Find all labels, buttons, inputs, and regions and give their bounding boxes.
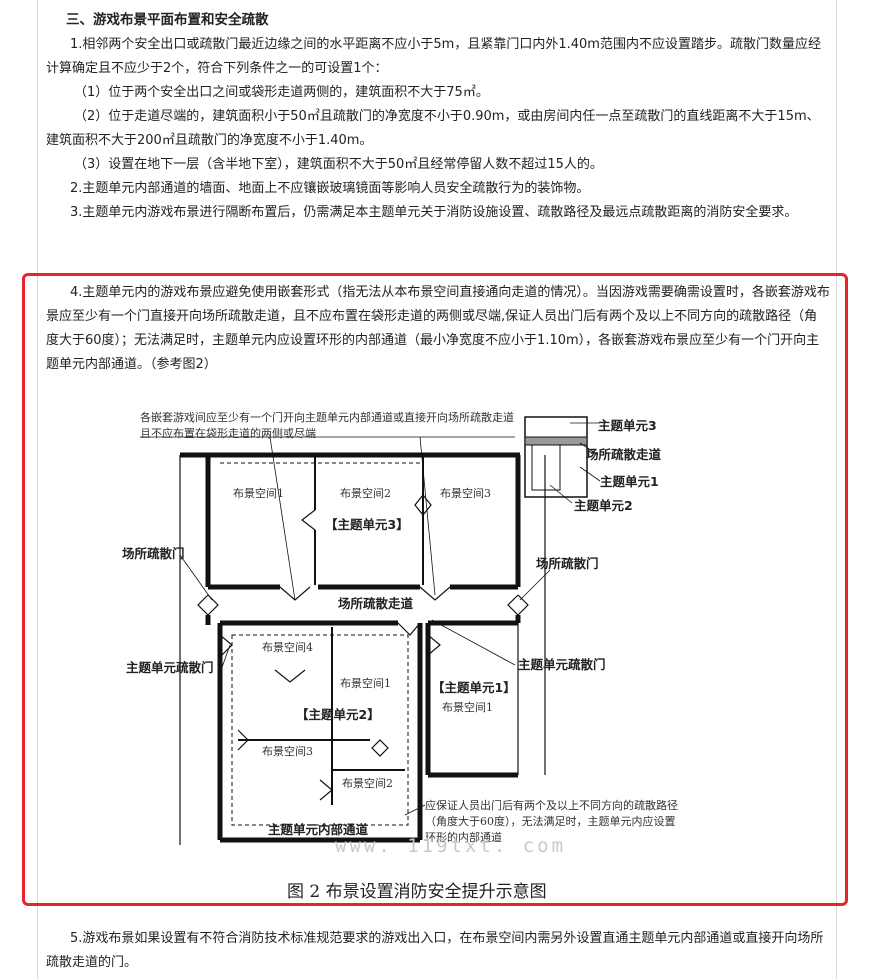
unit2-inner-door [371, 739, 389, 757]
legend-leader-unit1 [579, 466, 601, 482]
u1-space1-label: 布景空间1 [442, 701, 493, 714]
venue-door-right-b [507, 594, 519, 616]
inner-corridor-label: 主题单元内部通道 [268, 822, 369, 837]
u2-space2-label: 布景空间2 [342, 777, 393, 790]
walls [179, 452, 546, 845]
paragraphs-1-3: 1.相邻两个安全出口或疏散门最近边缘之间的水平距离不应小于5m，且紧靠门口内外1… [46, 33, 828, 225]
unit3-label: 【主题单元3】 [325, 517, 409, 532]
floor-plan-drawing [140, 416, 601, 845]
legend-unit3-label: 主题单元3 [598, 418, 657, 433]
doors [197, 494, 529, 801]
inner-corridor-ring [231, 634, 409, 826]
note-top-line-1: 各嵌套游戏间应至少有一个门开向主题单元内部通道或直接开向场所疏散走道 [140, 411, 514, 424]
paragraph-5-block: 5.游戏布景如果设置有不符合消防技术标准规范要求的游戏出入口，在布景空间内需另外… [46, 927, 830, 975]
unit2-space2-door [319, 779, 333, 801]
paragraph-4-block: 4.主题单元内的游戏布景应避免使用嵌套形式（指无法从本布景空间直接通向走道的情况… [46, 281, 830, 377]
note-top-leader-2 [419, 436, 436, 596]
watermark: www. 119txt. com [335, 835, 567, 857]
note-bottom-leader [404, 804, 426, 816]
unit3-inner-door [301, 509, 316, 531]
note-bottom-line-1: 应保证人员出门后有两个及以上不同方向的疏散路径 [425, 799, 678, 812]
venue-door-left-label: 场所疏散门 [122, 546, 185, 561]
unit1-label: 【主题单元1】 [432, 680, 516, 695]
leader-lines [140, 436, 551, 816]
unit3-door-b [419, 586, 451, 601]
venue-door-left-b [197, 594, 209, 616]
legend-unit2 [531, 444, 561, 491]
venue-corridor-label: 场所疏散走道 [338, 596, 414, 611]
unit2-door-left [219, 634, 233, 658]
legend-outer [524, 416, 588, 498]
unit-door-left-leader [219, 644, 231, 674]
unit2-label: 【主题单元2】 [296, 707, 380, 722]
unit-door-right-label: 主题单元疏散门 [518, 657, 606, 672]
unit1-door [427, 634, 441, 656]
floor-plan-figure: 各嵌套游戏间应至少有一个门开向主题单元内部通道或直接开向场所疏散走道 且不应布置… [120, 395, 760, 905]
legend-leader-unit2 [549, 484, 573, 504]
note-top-leader-1 [269, 436, 296, 601]
paragraph-1: 1.相邻两个安全出口或疏散门最近边缘之间的水平距离不应小于5m，且紧靠门口内外1… [46, 37, 821, 76]
u2-space4-label: 布景空间4 [262, 641, 313, 654]
u2-space1-label: 布景空间1 [340, 677, 391, 690]
page-border-left [37, 0, 38, 979]
note-bottom-line-2: （角度大于60度），无法满足时，主题单元内应设置 [425, 815, 676, 828]
legend-unit1-label: 主题单元1 [600, 474, 659, 489]
unit3-inner-door-2 [414, 494, 432, 516]
paragraph-1b: （2）位于走道尽端的，建筑面积小于50㎡且疏散门的净宽度不小于0.90m，或由房… [46, 109, 820, 148]
u2-space3-label: 布景空间3 [262, 745, 313, 758]
paragraph-5: 5.游戏布景如果设置有不符合消防技术标准规范要求的游戏出入口，在布景空间内需另外… [46, 931, 824, 970]
paragraph-2: 2.主题单元内部通道的墙面、地面上不应镶嵌玻璃镜面等影响人员安全疏散行为的装饰物… [70, 181, 590, 196]
u3-space2-label: 布景空间2 [340, 487, 391, 500]
page-border-right [836, 0, 837, 979]
unit-door-right-leader [431, 619, 516, 666]
section-heading: 三、游戏布景平面布置和安全疏散 [66, 12, 269, 28]
venue-door-left [207, 594, 219, 616]
paragraph-1c: （3）设置在地下一层（含半地下室），建筑面积不大于50㎡且经常停留人数不超过15… [74, 157, 603, 172]
venue-door-right-label: 场所疏散门 [536, 556, 599, 571]
note-top-line-2: 且不应布置在袋形走道的两侧或尽端 [140, 427, 316, 440]
note-bottom-line-3: 环形的内部通道 [425, 831, 502, 844]
legend-diagram [524, 416, 601, 504]
venue-door-right [517, 594, 529, 616]
legend-leader-corridor [579, 442, 599, 456]
u3-space1-label: 布景空间1 [233, 487, 284, 500]
legend-unit2-label: 主题单元2 [574, 498, 633, 513]
u3-space3-label: 布景空间3 [440, 487, 491, 500]
venue-door-right-leader [519, 569, 551, 601]
venue-door-left-leader [179, 554, 213, 601]
unit2-space4-door [274, 669, 306, 683]
unit-door-left-label: 主题单元疏散门 [126, 660, 214, 675]
highlight-box [22, 273, 848, 906]
paragraph-4: 4.主题单元内的游戏布景应避免使用嵌套形式（指无法从本布景空间直接通向走道的情况… [46, 285, 830, 372]
legend-corridor-label: 场所疏散走道 [586, 447, 662, 462]
paragraph-3: 3.主题单元内游戏布景进行隔断布置后，仍需满足本主题单元关于消防设施设置、疏散路… [70, 205, 798, 220]
unit2-door [397, 622, 421, 636]
unit2-space3-door [237, 729, 249, 751]
paragraph-1a: （1）位于两个安全出口之间或袋形走道两侧的，建筑面积不大于75㎡。 [74, 85, 489, 100]
legend-corridor [524, 436, 588, 446]
figure-caption: 图 2 布景设置消防安全提升示意图 [287, 882, 547, 902]
